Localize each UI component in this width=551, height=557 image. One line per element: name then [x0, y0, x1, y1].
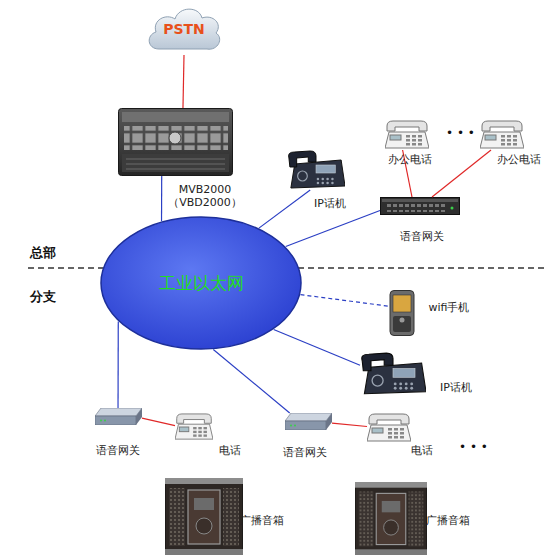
ip-phone-icon	[289, 151, 345, 188]
office-phone: 办公电话	[385, 120, 429, 150]
network-link	[259, 190, 310, 228]
wifi-phone: wifi手机	[388, 290, 416, 336]
device-label: 办公电话	[380, 153, 440, 166]
network-link	[286, 211, 380, 247]
ethernet-ellipse-outline	[101, 217, 301, 349]
device-label: 广播音箱	[418, 514, 478, 527]
telephone: 电话	[367, 413, 411, 443]
network-link	[117, 321, 118, 408]
network-link	[142, 418, 175, 425]
device-label: 电话	[210, 444, 250, 457]
ellipsis-mark: • • •	[459, 440, 488, 454]
cloud-outline	[149, 9, 219, 49]
server-icon	[119, 109, 233, 176]
speaker-icon	[165, 478, 243, 555]
gateway-icon	[381, 198, 460, 215]
wireless-link	[300, 295, 388, 306]
phone-icon	[175, 414, 213, 439]
speaker-icon	[355, 482, 427, 555]
device-label: IP话机	[431, 381, 481, 394]
gateway-icon	[285, 413, 332, 430]
phone-icon	[385, 121, 429, 148]
network-link	[183, 55, 184, 108]
telephone: 电话	[175, 413, 213, 441]
device-label: 语音网关	[275, 446, 335, 459]
ip-phone: IP话机	[360, 352, 426, 396]
phone-icon	[480, 121, 524, 148]
network-link	[332, 423, 367, 426]
device-label: 语音网关	[88, 444, 148, 457]
network-link	[213, 350, 289, 413]
voice-gateway: 语音网关	[380, 197, 460, 215]
phone-icon	[367, 414, 411, 441]
wifi-phone-icon	[390, 291, 414, 336]
device-label: MVB2000 （VBD2000）	[165, 183, 245, 209]
region-label: 总部	[30, 244, 56, 262]
network-link	[161, 176, 162, 221]
node-title: PSTN	[163, 21, 205, 38]
server-node: MVB2000 （VBD2000）	[118, 108, 233, 176]
gateway-icon	[95, 408, 142, 425]
device-label: 电话	[402, 444, 442, 457]
ip-phone-icon	[362, 353, 426, 394]
region-label: 分支	[30, 288, 56, 306]
ip-phone: IP话机	[287, 150, 345, 190]
ethernet-ellipse: 工业以太网	[100, 216, 302, 350]
network-link	[432, 150, 491, 197]
pstn-cloud: PSTN	[145, 3, 223, 55]
node-title: 工业以太网	[159, 273, 244, 293]
device-label: 广播音箱	[232, 514, 292, 527]
office-phone: 办公电话	[480, 120, 524, 150]
voice-gateway: 语音网关	[95, 408, 142, 425]
voice-gateway: 语音网关	[285, 413, 332, 430]
network-link	[274, 330, 360, 366]
broadcast-speaker: 广播音箱	[165, 478, 243, 555]
device-label: 语音网关	[392, 230, 452, 243]
device-label: 办公电话	[489, 153, 549, 166]
broadcast-speaker: 广播音箱	[355, 482, 427, 555]
device-label: wifi手机	[419, 301, 479, 314]
ellipsis-mark: • • •	[446, 126, 475, 140]
device-label: IP话机	[305, 197, 355, 210]
